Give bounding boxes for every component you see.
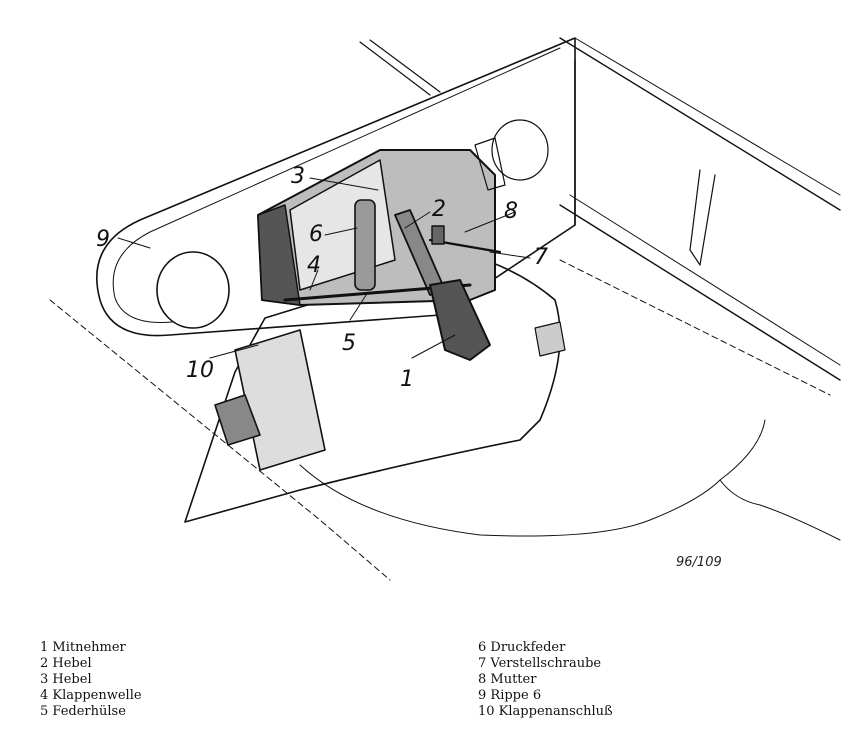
flap-right-curve: [719, 479, 841, 541]
frame-lower-2: [569, 194, 841, 366]
dashed-line-left: [49, 299, 391, 581]
legend-item: 5 Federhülse: [40, 704, 126, 719]
legend-left-column: 1 Mitnehmer 2 Hebel 3 Hebel 4 Klappenwel…: [40, 640, 142, 720]
callout-9: 9: [96, 227, 110, 252]
legend-right-column: 6 Druckfeder 7 Verstellschraube 8 Mutter…: [478, 640, 613, 720]
legend-item: 7 Verstellschraube: [478, 656, 602, 671]
callout-5: 5: [342, 331, 356, 356]
nut: [431, 225, 445, 245]
flap-connection: [234, 329, 326, 471]
callout-6: 6: [309, 222, 323, 247]
legend-item: 6 Druckfeder: [478, 640, 566, 655]
legend-item: 1 Mitnehmer: [40, 640, 126, 655]
drawing-lines: [49, 37, 841, 581]
callout-8: 8: [504, 199, 518, 224]
spring-sleeve: [354, 199, 376, 291]
rib-outline: [96, 37, 576, 337]
top-rod: [359, 39, 441, 96]
callout-7: 7: [534, 245, 548, 270]
rib-inner-edge: [112, 47, 561, 323]
callout-labels: 1 2 3 4 5 6 7 8 9 10 96/109: [96, 164, 722, 570]
technical-drawing: 1 2 3 4 5 6 7 8 9 10 96/109: [49, 37, 841, 581]
callout-1: 1: [400, 367, 414, 392]
frame-lower: [559, 204, 841, 381]
dashed-line-right: [559, 259, 831, 396]
mechanism-dark-side: [257, 204, 301, 306]
callout-4: 4: [307, 253, 321, 278]
upper-hole: [491, 119, 549, 181]
legend-item: 3 Hebel: [40, 672, 92, 687]
legend-item: 4 Klappenwelle: [40, 688, 142, 703]
leader-lines: [117, 177, 531, 359]
legend-item: 8 Mutter: [478, 672, 537, 687]
legend-item: 9 Rippe 6: [478, 688, 542, 703]
small-bracket: [534, 321, 566, 357]
legend-item: 10 Klappenanschluß: [478, 704, 613, 719]
callout-2: 2: [432, 197, 446, 222]
flap-lower-curve: [299, 419, 766, 537]
upper-bracket: [474, 137, 506, 191]
figure-reference: 96/109: [676, 555, 722, 570]
frame-strut: [689, 169, 716, 266]
flap-outline: [184, 254, 561, 523]
callout-10: 10: [186, 358, 214, 383]
callout-3: 3: [291, 164, 305, 189]
frame-top: [559, 37, 841, 211]
left-hole: [156, 251, 230, 329]
frame-top-2: [574, 37, 841, 196]
flap-bracket: [214, 394, 261, 446]
legend-item: 2 Hebel: [40, 656, 92, 671]
